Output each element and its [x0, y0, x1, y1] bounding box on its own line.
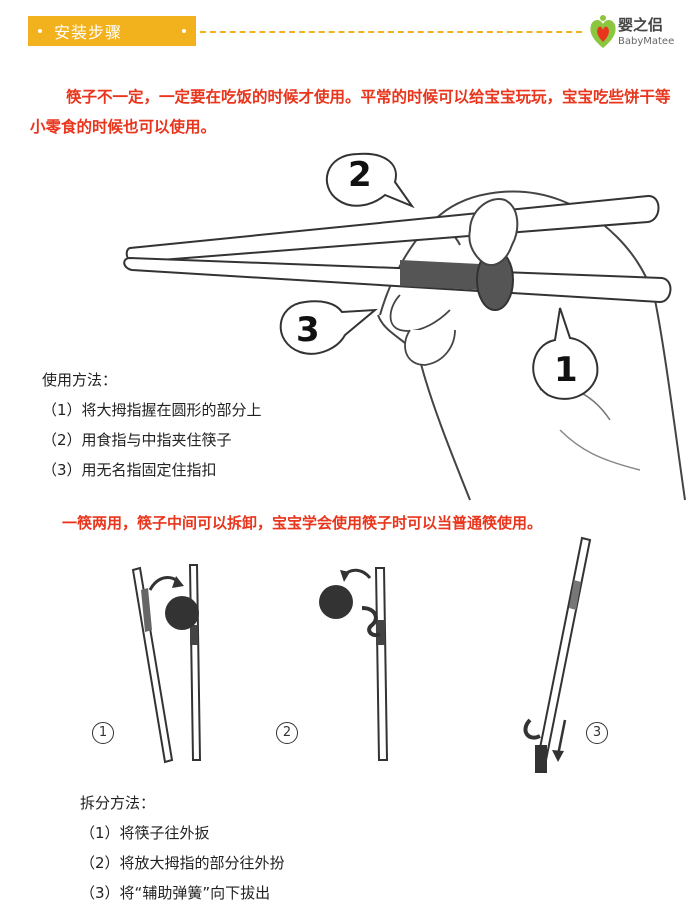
- detach-step-number-2: 2: [276, 722, 298, 744]
- heart-logo-icon: [590, 15, 616, 48]
- detach-steps-illustration: [131, 536, 592, 773]
- detach-instructions: 拆分方法： （1）将筷子往外扳 （2）将放大拇指的部分往外扮 （3）将“辅助弹簧…: [80, 788, 285, 908]
- usage-step-1: （1）将大拇指握在圆形的部分上: [42, 401, 262, 419]
- header-dot-left: [38, 29, 42, 33]
- usage-title: 使用方法：: [42, 371, 118, 389]
- section-header-tab: 安装步骤: [28, 16, 196, 46]
- detach-step-3: （3）将“辅助弹簧”向下拔出: [80, 884, 271, 902]
- detach-step-number-1: 1: [92, 722, 114, 744]
- intro-paragraph: 筷子不一定，一定要在吃饭的时候才使用。平常的时候可以给宝宝玩玩，宝宝吃些饼干等小…: [30, 88, 671, 136]
- usage-step-2: （2）用食指与中指夹住筷子: [42, 431, 232, 449]
- section-title: 安装步骤: [54, 23, 123, 42]
- callout-label-2: 2: [348, 155, 372, 195]
- detach-step-1: （1）将筷子往外扳: [80, 824, 210, 842]
- detachable-note: 一筷两用，筷子中间可以拆卸，宝宝学会使用筷子时可以当普通筷使用。: [62, 514, 543, 532]
- callout-label-3: 3: [296, 310, 320, 350]
- brand-logo: 婴之侣 BabyMatee: [588, 10, 688, 54]
- detach-figure-2: [319, 567, 389, 761]
- header-dot-right: [182, 29, 186, 33]
- detach-title: 拆分方法：: [80, 794, 156, 812]
- header-divider: [200, 31, 582, 33]
- detach-figure-3: [523, 536, 592, 773]
- detach-step-2: （2）将放大拇指的部分往外扮: [80, 854, 285, 872]
- brand-name-en: BabyMatee: [618, 36, 675, 47]
- brand-name-cn: 婴之侣: [618, 16, 664, 34]
- usage-instructions: 使用方法： （1）将大拇指握在圆形的部分上 （2）用食指与中指夹住筷子 （3）用…: [42, 365, 262, 485]
- usage-step-3: （3）用无名指固定住指扣: [42, 461, 217, 479]
- callout-label-1: 1: [554, 350, 578, 390]
- hand-holding-chopsticks-illustration: [123, 152, 686, 501]
- detach-figure-1: [131, 564, 202, 764]
- detach-step-number-3: 3: [586, 722, 608, 744]
